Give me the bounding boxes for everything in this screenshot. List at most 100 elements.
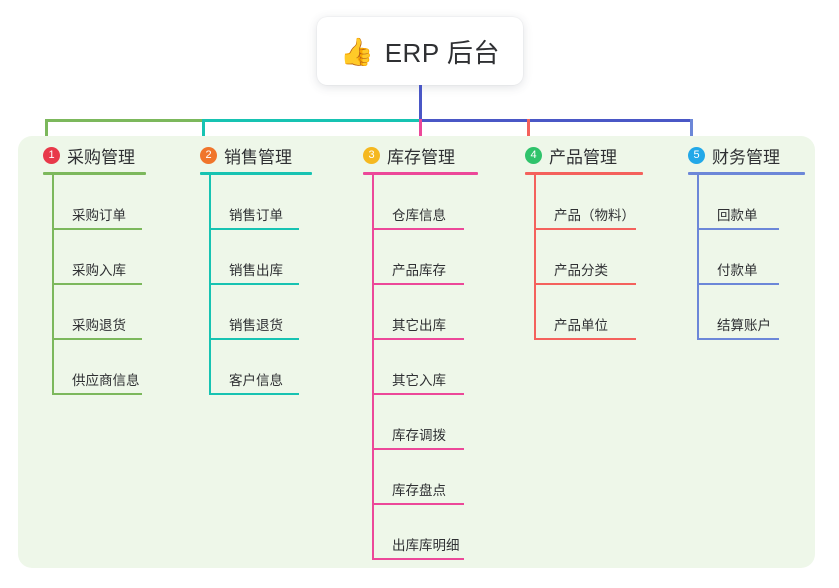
branch-item[interactable]: 供应商信息 [52, 340, 146, 395]
branch-item-label: 其它入库 [392, 373, 446, 388]
branch-underline [688, 172, 805, 175]
branch-item[interactable]: 回款单 [697, 175, 805, 230]
branch-spine [534, 175, 536, 340]
branch-title: 库存管理 [387, 147, 455, 167]
branch-item-underline [209, 338, 299, 340]
branch-spine [697, 175, 699, 340]
branch-item-label: 采购退货 [72, 318, 126, 333]
branch-item-underline [372, 558, 464, 560]
branch-underline [525, 172, 643, 175]
branches-panel [18, 136, 815, 568]
branch-items: 产品（物料） 产品分类产品单位 [534, 175, 643, 340]
branch-item[interactable]: 产品（物料） [534, 175, 643, 230]
branch-item[interactable]: 产品分类 [534, 230, 643, 285]
branch-item-underline [372, 448, 464, 450]
branch-column-4: 4 产品管理产品（物料） 产品分类产品单位 [525, 142, 643, 340]
branch-item[interactable]: 采购订单 [52, 175, 146, 230]
branch-item-label: 库存调拨 [392, 428, 446, 443]
branch-item-underline [209, 283, 299, 285]
branch-number-badge: 2 [200, 146, 217, 164]
branch-title: 销售管理 [224, 147, 292, 167]
branch-item-underline [209, 393, 299, 395]
branch-item[interactable]: 付款单 [697, 230, 805, 285]
branch-header-2[interactable]: 2 销售管理 [200, 142, 312, 168]
branch-item-label: 其它出库 [392, 318, 446, 333]
branch-item-label: 库存盘点 [392, 483, 446, 498]
branch-title: 产品管理 [549, 147, 617, 167]
branch-item-label: 出库库明细 [392, 538, 460, 553]
branch-item-label: 客户信息 [229, 373, 283, 388]
branch-underline [200, 172, 312, 175]
branch-title: 采购管理 [67, 147, 135, 167]
branch-spine [52, 175, 54, 395]
branch-header-5[interactable]: 5 财务管理 [688, 142, 805, 168]
branch-spine [372, 175, 374, 560]
branch-item[interactable]: 其它出库 [372, 285, 478, 340]
branch-item-underline [52, 228, 142, 230]
branch-item[interactable]: 仓库信息 [372, 175, 478, 230]
branch-item-underline [697, 283, 779, 285]
branch-item-underline [372, 228, 464, 230]
branch-item-underline [697, 228, 779, 230]
branch-title: 财务管理 [712, 147, 780, 167]
branch-column-3: 3 库存管理仓库信息产品库存其它出库其它入库库存调拨库存盘点出库库明细 [363, 142, 478, 560]
branch-item-underline [697, 338, 779, 340]
root-node[interactable]: 👍 ERP 后台 [317, 17, 523, 85]
branch-header-4[interactable]: 4 产品管理 [525, 142, 643, 168]
branch-item[interactable]: 采购入库 [52, 230, 146, 285]
branch-item-label: 产品单位 [554, 318, 608, 333]
branch-item[interactable]: 出库库明细 [372, 505, 478, 560]
branch-item[interactable]: 结算账户 [697, 285, 805, 340]
branch-item-underline [52, 393, 142, 395]
branch-item-underline [534, 283, 636, 285]
branch-underline [363, 172, 478, 175]
branch-item[interactable]: 其它入库 [372, 340, 478, 395]
branch-item-label: 销售出库 [229, 263, 283, 278]
branch-item-label: 产品分类 [554, 263, 608, 278]
connector-bar-segment-2 [202, 119, 422, 122]
branch-item-label: 结算账户 [717, 318, 771, 333]
branch-item[interactable]: 产品单位 [534, 285, 643, 340]
branch-item[interactable]: 客户信息 [209, 340, 312, 395]
root-title: ERP 后台 [384, 37, 500, 68]
branch-number-badge: 3 [363, 146, 380, 164]
branch-item-underline [52, 338, 142, 340]
branch-underline [43, 172, 146, 175]
branch-item-underline [372, 503, 464, 505]
branch-number-badge: 4 [525, 146, 542, 164]
branch-spine [209, 175, 211, 395]
branch-item-label: 回款单 [717, 208, 758, 223]
branch-item[interactable]: 库存盘点 [372, 450, 478, 505]
thumbs-up-icon: 👍 [340, 36, 374, 67]
branch-header-3[interactable]: 3 库存管理 [363, 142, 478, 168]
branch-item-label: 销售订单 [229, 208, 283, 223]
branch-item[interactable]: 采购退货 [52, 285, 146, 340]
branch-item-underline [209, 228, 299, 230]
branch-item-underline [52, 283, 142, 285]
branch-item-label: 销售退货 [229, 318, 283, 333]
branch-item-underline [534, 228, 636, 230]
branch-items: 回款单付款单结算账户 [697, 175, 805, 340]
branch-item[interactable]: 销售出库 [209, 230, 312, 285]
connector-bar-segment-3 [419, 119, 691, 122]
branch-items: 仓库信息产品库存其它出库其它入库库存调拨库存盘点出库库明细 [372, 175, 478, 560]
branch-item-label: 采购订单 [72, 208, 126, 223]
branch-column-2: 2 销售管理销售订单销售出库销售退货客户信息 [200, 142, 312, 395]
branch-item-label: 采购入库 [72, 263, 126, 278]
branch-column-5: 5 财务管理回款单付款单结算账户 [688, 142, 805, 340]
branch-item-underline [372, 283, 464, 285]
connector-bar-segment-1 [45, 119, 202, 122]
branch-number-badge: 5 [688, 146, 705, 164]
branch-item-label: 产品（物料） [554, 208, 635, 223]
branch-item-label: 仓库信息 [392, 208, 446, 223]
branch-item-underline [372, 393, 464, 395]
branch-items: 采购订单采购入库采购退货供应商信息 [52, 175, 146, 395]
branch-item[interactable]: 产品库存 [372, 230, 478, 285]
branch-item[interactable]: 销售退货 [209, 285, 312, 340]
branch-item-label: 付款单 [717, 263, 758, 278]
branch-item[interactable]: 销售订单 [209, 175, 312, 230]
branch-item[interactable]: 库存调拨 [372, 395, 478, 450]
